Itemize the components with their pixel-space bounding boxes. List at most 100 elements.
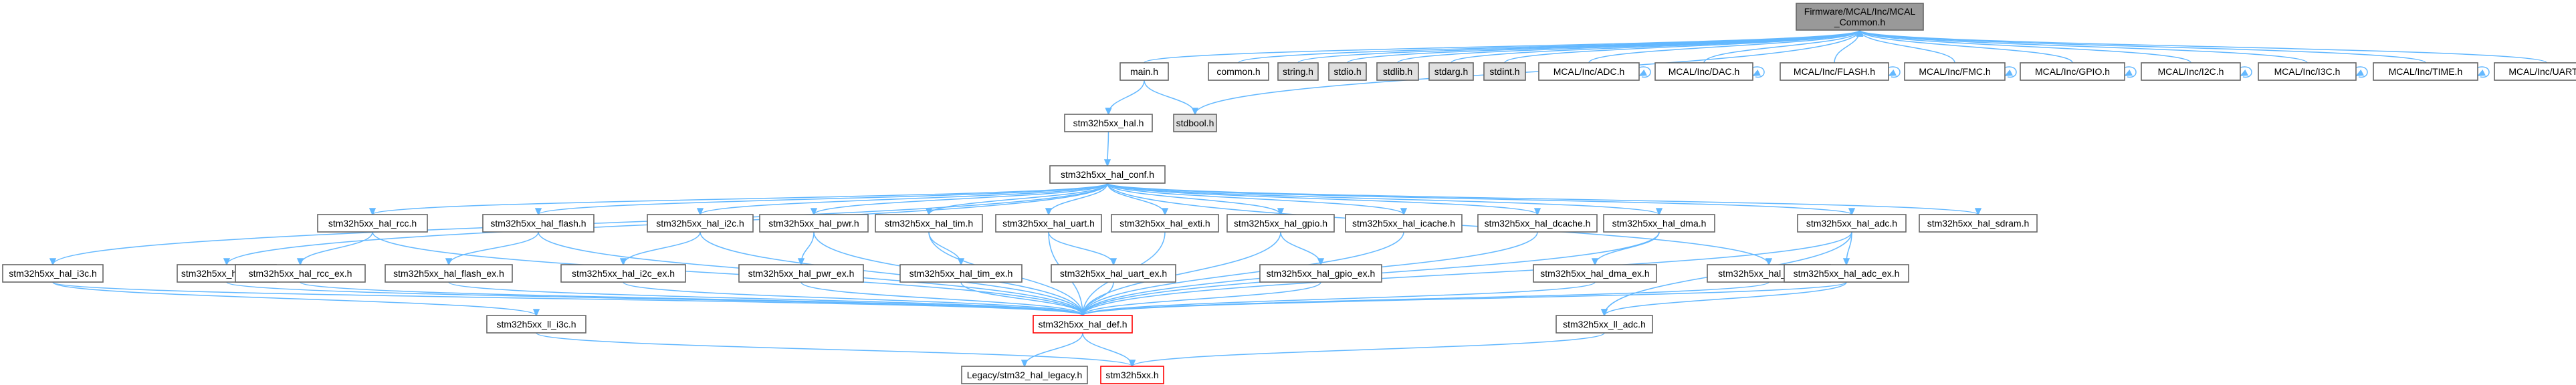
node-i3c[interactable]: MCAL/Inc/I3C.h [2258,62,2357,81]
node-time[interactable]: MCAL/Inc/TIME.h [2373,62,2478,81]
node-stdbool[interactable]: stdbool.h [1173,114,1217,132]
node-hflash[interactable]: stm32h5xx_hal_flash.h [482,214,595,233]
edge-conf-to-icache [1107,182,1408,216]
edge-conf-to-sdram [1107,182,1982,216]
edge-conf-to-rcc [368,182,1108,216]
node-box [1797,214,1907,233]
node-dmaex[interactable]: stm32h5xx_hal_dma_ex.h [1533,264,1657,283]
node-label: MCAL/Inc/FLASH.h [1794,66,1875,77]
edge-conf-to-pwr [810,182,1108,216]
node-uart[interactable]: MCAL/Inc/UART.h [2494,62,2576,81]
node-label: stm32h5xx.h [1105,370,1158,380]
node-hal[interactable]: stm32h5xx_hal.h [1064,114,1153,132]
edge-adcex-to-lladc [1600,281,1847,317]
node-flash[interactable]: MCAL/Inc/FLASH.h [1780,62,1889,81]
node-label: stm32h5xx_hal_dma_ex.h [1540,268,1649,279]
edge-gpio-to-root [1856,29,2073,63]
node-box [317,214,428,233]
node-box [759,214,869,233]
node-box [1173,114,1217,132]
node-common[interactable]: common.h [1208,62,1269,81]
edge-gpio-to-gpio [2124,66,2137,78]
node-lladc[interactable]: stm32h5xx_ll_adc.h [1555,315,1653,334]
node-label: stm32h5xx_hal_pwr.h [768,218,859,229]
node-label: _Common.h [1834,17,1885,27]
node-label: stm32h5xx_hal_dma.h [1612,218,1707,229]
node-label: stm32h5xx_hal_i2c.h [656,218,744,229]
node-string[interactable]: string.h [1277,62,1319,81]
edge-hgpio-to-gpioex [1280,231,1325,266]
edge-uart-to-root [1856,29,2547,63]
node-tim[interactable]: stm32h5xx_hal_tim.h [875,214,983,233]
node-main[interactable]: main.h [1119,62,1169,81]
node-def[interactable]: stm32h5xx_hal_def.h [1033,315,1133,334]
node-sdram[interactable]: stm32h5xx_hal_sdram.h [1919,214,2038,233]
node-adcex[interactable]: stm32h5xx_hal_adc_ex.h [1784,264,1909,283]
edge-hal-to-conf [1103,131,1111,167]
node-rcc[interactable]: stm32h5xx_hal_rcc.h [317,214,428,233]
edge-def-to-legacy [1021,332,1083,368]
node-box [1904,62,2006,81]
node-hadc[interactable]: stm32h5xx_hal_adc.h [1797,214,1907,233]
node-label: MCAL/Inc/UART.h [2508,66,2576,77]
node-icache[interactable]: stm32h5xx_hal_icache.h [1345,214,1463,233]
node-box [1533,264,1657,283]
edge-cortex-to-def [1079,281,1769,317]
edge-conf-to-hflash [534,182,1108,216]
node-label: stdio.h [1333,66,1361,77]
node-i3ch[interactable]: stm32h5xx_hal_i3c.h [2,264,104,283]
node-label: stm32h5xx_hal_icache.h [1352,218,1455,229]
node-flashex[interactable]: stm32h5xx_hal_flash_ex.h [385,264,513,283]
node-label: MCAL/Inc/DAC.h [1669,66,1740,77]
node-exti[interactable]: stm32h5xx_hal_exti.h [1111,214,1219,233]
node-label: stm32h5xx_hal_rcc.h [328,218,417,229]
node-legacy[interactable]: Legacy/stm32_hal_legacy.h [961,366,1088,384]
node-box [1049,165,1166,184]
node-uartex[interactable]: stm32h5xx_hal_uart_ex.h [1051,264,1176,283]
node-pwrex[interactable]: stm32h5xx_hal_pwr_ex.h [738,264,864,283]
node-huart[interactable]: stm32h5xx_hal_uart.h [995,214,1102,233]
node-adc[interactable]: MCAL/Inc/ADC.h [1538,62,1640,81]
edge-conf-to-i2ch [696,182,1108,216]
edge-common-to-root [1238,29,1864,63]
edge-time-to-root [1856,29,2426,63]
node-h5xx[interactable]: stm32h5xx.h [1100,366,1164,384]
edge-dmaex-to-def [1079,281,1596,317]
node-dma[interactable]: stm32h5xx_hal_dma.h [1603,214,1715,233]
node-hgpio[interactable]: stm32h5xx_hal_gpio.h [1226,214,1335,233]
node-box [1259,264,1382,283]
node-label: MCAL/Inc/ADC.h [1553,66,1625,77]
node-layer: Firmware/MCAL/Inc/MCAL_Common.h main.h com… [2,3,2576,384]
node-box [560,264,686,283]
node-label: stm32h5xx_hal_gpio_ex.h [1267,268,1376,279]
node-label: stm32h5xx_hal_gpio.h [1234,218,1327,229]
edge-dac-to-dac [1752,66,1765,78]
node-box [1603,214,1715,233]
node-root[interactable]: Firmware/MCAL/Inc/MCAL_Common.h [1796,3,1924,31]
node-box [995,214,1102,233]
node-conf[interactable]: stm32h5xx_hal_conf.h [1049,165,1166,184]
edge-hflash-to-flashex [445,231,539,266]
node-stdio[interactable]: stdio.h [1328,62,1367,81]
node-stdint[interactable]: stdint.h [1483,62,1526,81]
node-fmc[interactable]: MCAL/Inc/FMC.h [1904,62,2006,81]
node-box [1376,62,1419,81]
node-stdarg[interactable]: stdarg.h [1428,62,1474,81]
node-box [482,214,595,233]
node-dcache[interactable]: stm32h5xx_hal_dcache.h [1477,214,1598,233]
node-timex[interactable]: stm32h5xx_hal_tim_ex.h [899,264,1023,283]
node-rccex[interactable]: stm32h5xx_hal_rcc_ex.h [235,264,366,283]
node-gpioex[interactable]: stm32h5xx_hal_gpio_ex.h [1259,264,1382,283]
node-lli3c[interactable]: stm32h5xx_ll_i3c.h [486,315,586,334]
node-i2c[interactable]: MCAL/Inc/I2C.h [2141,62,2241,81]
node-i2ch[interactable]: stm32h5xx_hal_i2c.h [647,214,754,233]
node-box [1064,114,1153,132]
node-dac[interactable]: MCAL/Inc/DAC.h [1654,62,1753,81]
node-i2cex[interactable]: stm32h5xx_hal_i2c_ex.h [560,264,686,283]
edge-flash-to-flash [1888,66,1901,78]
node-gpio[interactable]: MCAL/Inc/GPIO.h [2020,62,2125,81]
node-pwr[interactable]: stm32h5xx_hal_pwr.h [759,214,869,233]
node-label: MCAL/Inc/FMC.h [1919,66,1990,77]
node-label: stm32h5xx_hal_flash_ex.h [393,268,504,279]
node-stdlib[interactable]: stdlib.h [1376,62,1419,81]
